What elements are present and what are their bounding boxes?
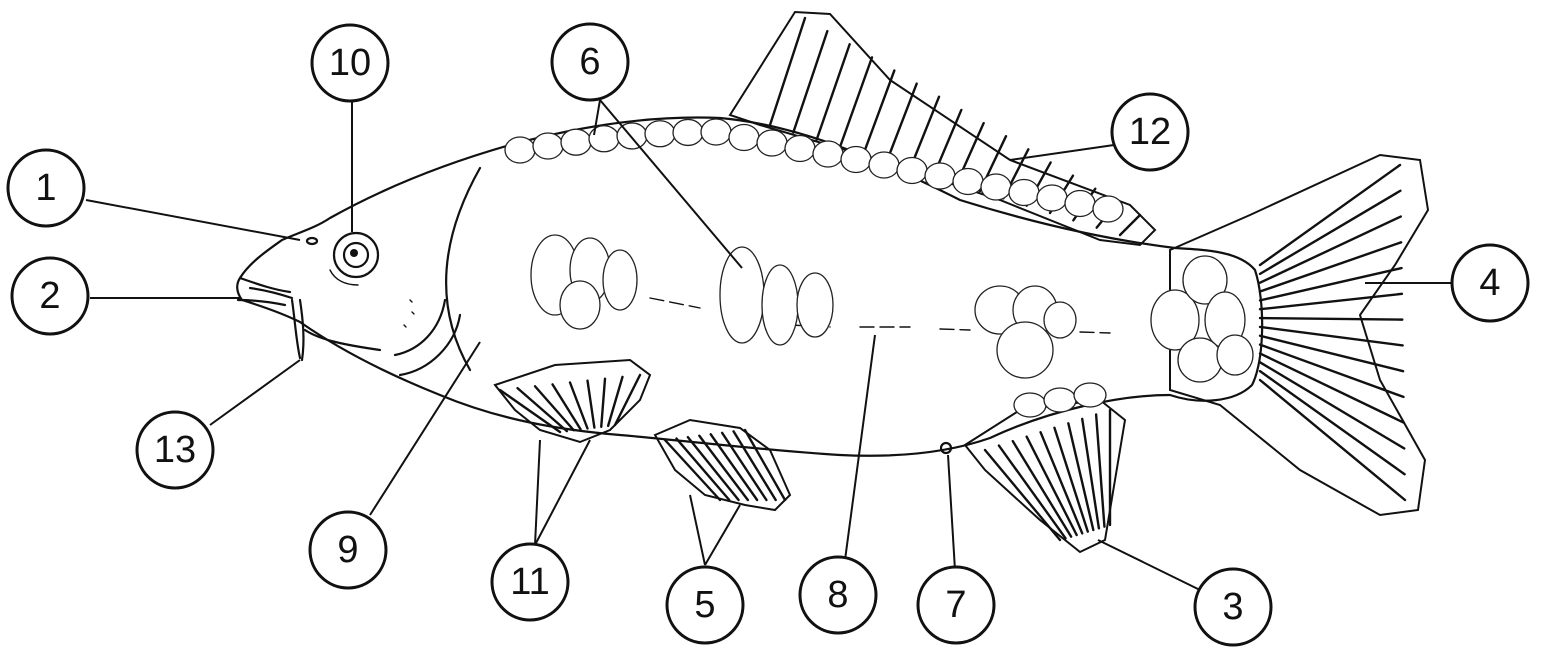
- scale: [589, 126, 619, 152]
- callout-11: 11: [492, 544, 568, 620]
- scale: [869, 152, 899, 178]
- scale: [981, 174, 1011, 200]
- scale: [1074, 383, 1106, 407]
- scale: [757, 130, 787, 156]
- callout-9-label: 9: [337, 529, 358, 571]
- callout-4: 4: [1452, 245, 1528, 321]
- callout-11-label: 11: [510, 561, 549, 603]
- scale: [1037, 185, 1067, 211]
- scale: [1044, 302, 1076, 338]
- callout-12-label: 12: [1129, 111, 1171, 153]
- scale: [1217, 335, 1253, 375]
- callout-6-label: 6: [579, 41, 600, 83]
- scale: [701, 119, 731, 145]
- scale: [797, 273, 833, 337]
- scale: [1093, 196, 1123, 222]
- callout-2-label: 2: [39, 275, 60, 317]
- scale: [729, 125, 759, 151]
- callout-1-label: 1: [35, 167, 56, 209]
- callout-7-label: 7: [945, 584, 966, 626]
- callout-10-label: 10: [329, 42, 371, 84]
- scale: [1044, 388, 1076, 412]
- scale: [762, 265, 798, 345]
- scale: [1014, 393, 1046, 417]
- callout-8: 8: [800, 557, 876, 633]
- scale: [997, 322, 1053, 378]
- callout-3-label: 3: [1222, 586, 1243, 628]
- scale: [841, 147, 871, 173]
- callout-3: 3: [1195, 569, 1271, 645]
- scale: [785, 136, 815, 162]
- pelvic-fin: [655, 420, 790, 510]
- scale: [1065, 191, 1095, 217]
- callout-1: 1: [8, 150, 84, 226]
- scale: [925, 163, 955, 189]
- callout-12: 12: [1112, 94, 1188, 170]
- scale: [645, 121, 675, 147]
- callout-7: 7: [918, 567, 994, 643]
- scale: [505, 137, 535, 163]
- callout-9: 9: [310, 512, 386, 588]
- callout-2: 2: [12, 258, 88, 334]
- fin-ray: [1260, 318, 1402, 320]
- callout-6: 6: [552, 24, 628, 100]
- callout-4-label: 4: [1479, 262, 1500, 304]
- scale: [720, 247, 764, 343]
- scale: [897, 158, 927, 184]
- callout-10: 10: [312, 25, 388, 101]
- callout-5: 5: [667, 567, 743, 643]
- callout-13-label: 13: [154, 429, 196, 471]
- scale: [533, 133, 563, 159]
- callout-8-label: 8: [827, 574, 848, 616]
- callout-13: 13: [137, 412, 213, 488]
- callout-5-label: 5: [694, 584, 715, 626]
- scale: [813, 141, 843, 167]
- scale: [603, 250, 637, 310]
- scale: [673, 119, 703, 145]
- scale: [953, 169, 983, 195]
- scale: [1009, 180, 1039, 206]
- scale: [560, 281, 600, 329]
- scale: [1178, 338, 1222, 382]
- anal-fin: [965, 400, 1125, 552]
- scale: [561, 129, 591, 155]
